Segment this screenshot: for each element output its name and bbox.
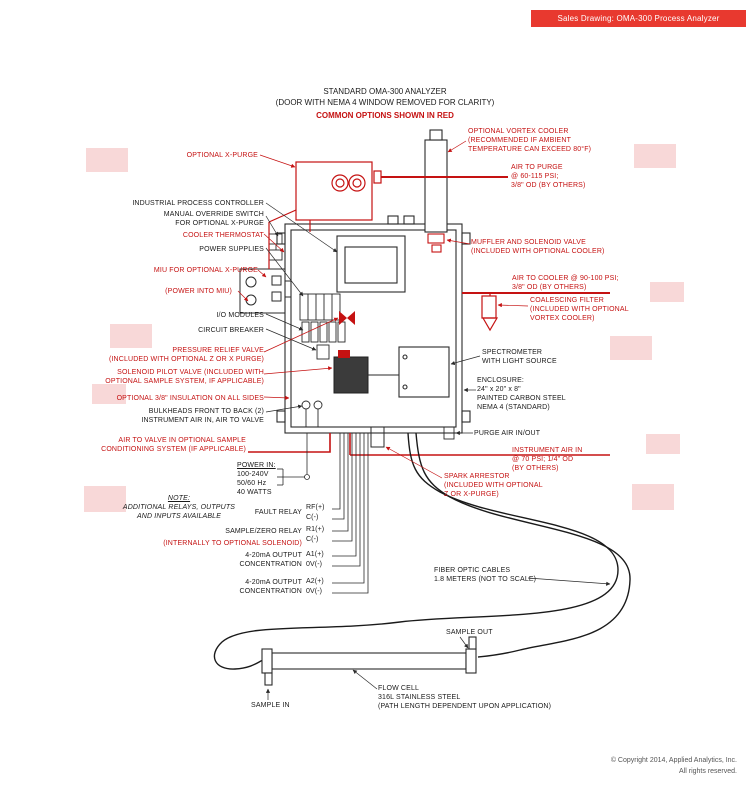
terminal-wires — [332, 433, 369, 594]
solenoid-pilot-valve-box — [333, 350, 399, 394]
red-leaders — [237, 140, 529, 479]
terminal-a2-pos: A2(+) — [306, 578, 324, 585]
copyright-block: © Copyright 2014, Applied Analytics, Inc… — [611, 756, 737, 777]
callout-air-to-cooler: AIR TO COOLER @ 90-100 PSI; 3/8" OD (BY … — [512, 275, 619, 292]
rights-line: All rights reserved. — [679, 767, 737, 775]
vortex-cooler — [424, 129, 448, 233]
process-controller — [336, 235, 406, 293]
note-body: ADDITIONAL RELAYS, OUTPUTS AND INPUTS AV… — [122, 504, 236, 521]
callout-insulation: OPTIONAL 3/8" INSULATION ON ALL SIDES — [116, 395, 264, 402]
callout-sample-in: SAMPLE IN — [251, 702, 290, 709]
callout-spectrometer: SPECTROMETER WITH LIGHT SOURCE — [482, 349, 557, 366]
title-block: STANDARD OMA-300 ANALYZER (DOOR WITH NEM… — [80, 87, 690, 121]
callout-manual-override: MANUAL OVERRIDE SWITCH FOR OPTIONAL X-PU… — [163, 211, 264, 228]
callout-miu: MIU FOR OPTIONAL X-PURGE — [153, 267, 258, 274]
label-fault-relay: FAULT RELAY — [254, 509, 302, 516]
callout-air-to-valve: AIR TO VALVE IN OPTIONAL SAMPLE CONDITIO… — [101, 437, 246, 454]
terminal-rf-pos: RF(+) — [306, 504, 325, 511]
red-pipes — [248, 176, 610, 456]
watermark-block — [646, 434, 680, 454]
terminal-r1-pos: R1(+) — [306, 526, 325, 533]
circuit-breaker-box — [316, 344, 330, 360]
callout-muffler-solenoid: MUFFLER AND SOLENOID VALVE (INCLUDED WIT… — [471, 239, 605, 256]
callout-solenoid-pilot-valve: SOLENOID PILOT VALVE (INCLUDED WITH OPTI… — [105, 369, 264, 386]
power-in-heading: POWER IN: — [237, 462, 276, 469]
terminal-a1-neg: 0V(-) — [306, 561, 323, 568]
callout-bulkheads: BULKHEADS FRONT TO BACK (2) INSTRUMENT A… — [141, 408, 264, 425]
coalescing-filter-symbol — [481, 293, 499, 332]
callout-cooler-thermostat: COOLER THERMOSTAT — [182, 232, 264, 239]
callout-vortex-cooler: OPTIONAL VORTEX COOLER (RECOMMENDED IF A… — [468, 128, 592, 154]
watermark-block — [634, 144, 676, 168]
io-modules-box — [301, 321, 346, 343]
left-fittings — [268, 233, 283, 261]
terminal-r1-neg: C(-) — [306, 536, 319, 543]
callout-coalescing-filter: COALESCING FILTER (INCLUDED WITH OPTIONA… — [530, 297, 629, 323]
drawing-title-banner: Sales Drawing: OMA-300 Process Analyzer — [531, 10, 746, 27]
callout-enclosure: ENCLOSURE: 24" x 20" x 8" PAINTED CARBON… — [477, 377, 566, 412]
pressure-relief-valve-symbol — [339, 311, 355, 325]
label-internally-solenoid: (INTERNALLY TO OPTIONAL SOLENOID) — [163, 540, 302, 547]
power-in-bracket — [277, 433, 310, 486]
watermark-block — [650, 282, 684, 302]
title-line1: STANDARD OMA-300 ANALYZER — [323, 87, 447, 96]
callout-flow-cell: FLOW CELL 316L STAINLESS STEEL (PATH LEN… — [378, 685, 552, 711]
callout-sample-out: SAMPLE OUT — [446, 629, 493, 636]
title-line2: (DOOR WITH NEMA 4 WINDOW REMOVED FOR CLA… — [275, 97, 495, 107]
callout-purge-air: PURGE AIR IN/OUT — [474, 430, 541, 437]
black-leaders — [265, 202, 611, 700]
watermark-block — [86, 148, 128, 172]
fiber-optic-cables — [213, 432, 631, 670]
label-sample-zero-relay: SAMPLE/ZERO RELAY — [225, 528, 302, 535]
banner-text: Sales Drawing: OMA-300 Process Analyzer — [557, 14, 720, 23]
bulkhead-fittings — [301, 400, 323, 427]
callout-instrument-air: INSTRUMENT AIR IN @ 70 PSI; 1/4" OD (BY … — [512, 447, 583, 473]
terminal-a2-neg: 0V(-) — [306, 588, 323, 595]
spark-arrestor-symbol — [370, 426, 385, 448]
terminal-rf-neg: C(-) — [306, 514, 319, 521]
callout-spark-arrestor: SPARK ARRESTOR (INCLUDED WITH OPTIONAL Z… — [444, 473, 543, 499]
callout-optional-x-purge: OPTIONAL X-PURGE — [186, 152, 258, 159]
title-line3: COMMON OPTIONS SHOWN IN RED — [316, 110, 454, 120]
flow-cell — [261, 636, 477, 686]
label-output-2: 4-20mA OUTPUT CONCENTRATION — [239, 579, 302, 596]
callout-circuit-breaker: CIRCUIT BREAKER — [198, 327, 264, 334]
callout-fiber-optic: FIBER OPTIC CABLES 1.8 METERS (NOT TO SC… — [434, 567, 537, 584]
x-purge-box — [268, 161, 382, 269]
callout-power-supplies: POWER SUPPLIES — [199, 246, 264, 253]
callout-pressure-relief-valve: PRESSURE RELIEF VALVE (INCLUDED WITH OPT… — [108, 347, 264, 364]
power-supplies-box — [299, 293, 341, 321]
callout-industrial-process-controller: INDUSTRIAL PROCESS CONTROLLER — [132, 200, 264, 207]
label-output-1: 4-20mA OUTPUT CONCENTRATION — [239, 552, 302, 569]
note-heading: NOTE: — [167, 495, 191, 502]
watermark-block — [110, 324, 152, 348]
power-in-values: 100-240V 50/60 Hz 40 WATTS — [237, 471, 272, 497]
callout-power-into-miu: (POWER INTO MIU) — [165, 288, 232, 295]
watermark-block — [92, 384, 126, 404]
callout-air-to-purge: AIR TO PURGE @ 60-115 PSI; 3/8" OD (BY O… — [511, 164, 586, 190]
spectrometer-box — [398, 346, 450, 398]
watermark-block — [632, 484, 674, 510]
miu-box — [239, 268, 291, 314]
copyright-line: © Copyright 2014, Applied Analytics, Inc… — [610, 757, 737, 764]
callout-io-modules: I/O MODULES — [216, 312, 264, 319]
watermark-block — [610, 336, 652, 360]
muffler-solenoid-valve — [427, 233, 445, 253]
watermark-block — [84, 486, 126, 512]
purge-air-fitting — [443, 426, 455, 440]
terminal-a1-pos: A1(+) — [306, 551, 324, 558]
